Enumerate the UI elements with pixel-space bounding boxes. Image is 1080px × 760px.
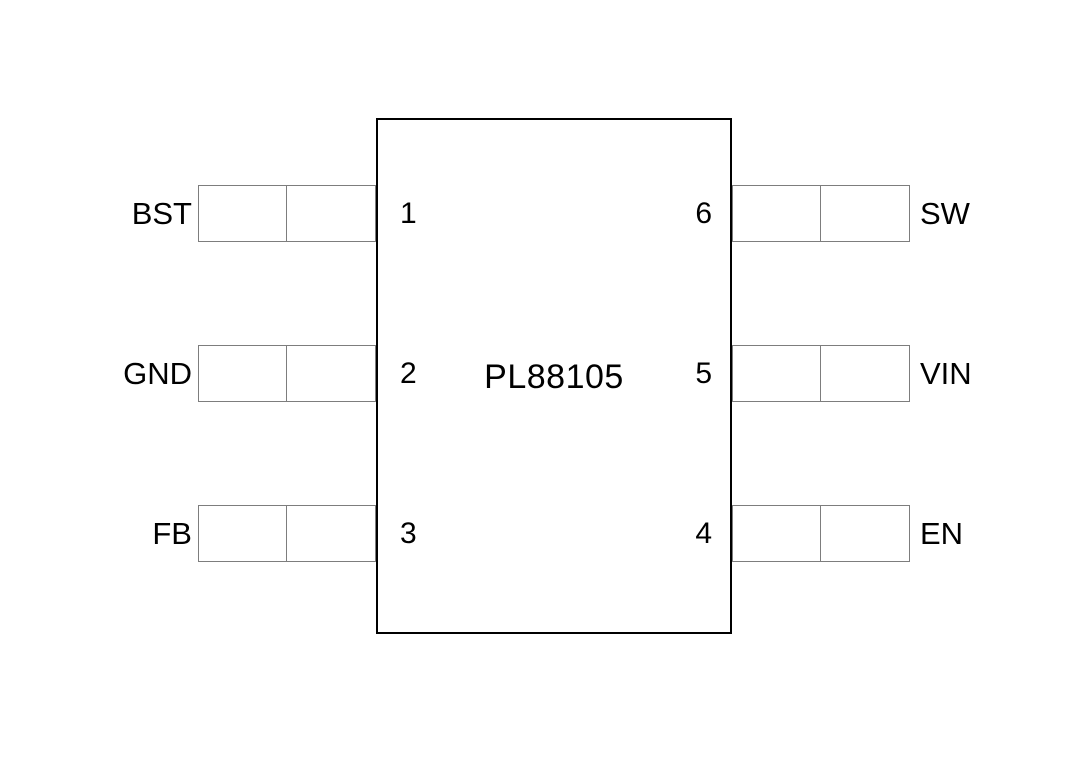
chip-package-body bbox=[376, 118, 732, 634]
pin-lead-5-inner bbox=[733, 346, 821, 401]
pin-lead-5-outer bbox=[821, 346, 909, 401]
chip-part-number: PL88105 bbox=[484, 358, 624, 396]
pin-lead-2 bbox=[198, 345, 376, 402]
pin-label-gnd: GND bbox=[123, 356, 192, 391]
pin-label-bst: BST bbox=[131, 196, 192, 231]
pin-number-3: 3 bbox=[400, 517, 417, 550]
pin-number-2: 2 bbox=[400, 357, 417, 390]
pin-number-6: 6 bbox=[695, 197, 712, 230]
pin-lead-2-inner bbox=[287, 346, 375, 401]
pin-lead-4-outer bbox=[821, 506, 909, 561]
pin-label-fb: FB bbox=[152, 516, 192, 551]
pin-number-5: 5 bbox=[695, 357, 712, 390]
pin-lead-6-outer bbox=[821, 186, 909, 241]
pin-lead-3 bbox=[198, 505, 376, 562]
pin-lead-6-inner bbox=[733, 186, 821, 241]
pin-number-1: 1 bbox=[400, 197, 417, 230]
pin-lead-1 bbox=[198, 185, 376, 242]
pin-lead-2-outer bbox=[199, 346, 287, 401]
pin-label-en: EN bbox=[920, 516, 964, 551]
pin-lead-3-inner bbox=[287, 506, 375, 561]
pin-lead-4 bbox=[732, 505, 910, 562]
pin-lead-6 bbox=[732, 185, 910, 242]
pin-lead-4-inner bbox=[733, 506, 821, 561]
pin-lead-1-inner bbox=[287, 186, 375, 241]
pin-lead-3-outer bbox=[199, 506, 287, 561]
pin-label-sw: SW bbox=[920, 196, 970, 231]
pin-label-vin: VIN bbox=[920, 356, 972, 391]
pin-lead-1-outer bbox=[199, 186, 287, 241]
pin-lead-5 bbox=[732, 345, 910, 402]
pin-number-4: 4 bbox=[695, 517, 712, 550]
